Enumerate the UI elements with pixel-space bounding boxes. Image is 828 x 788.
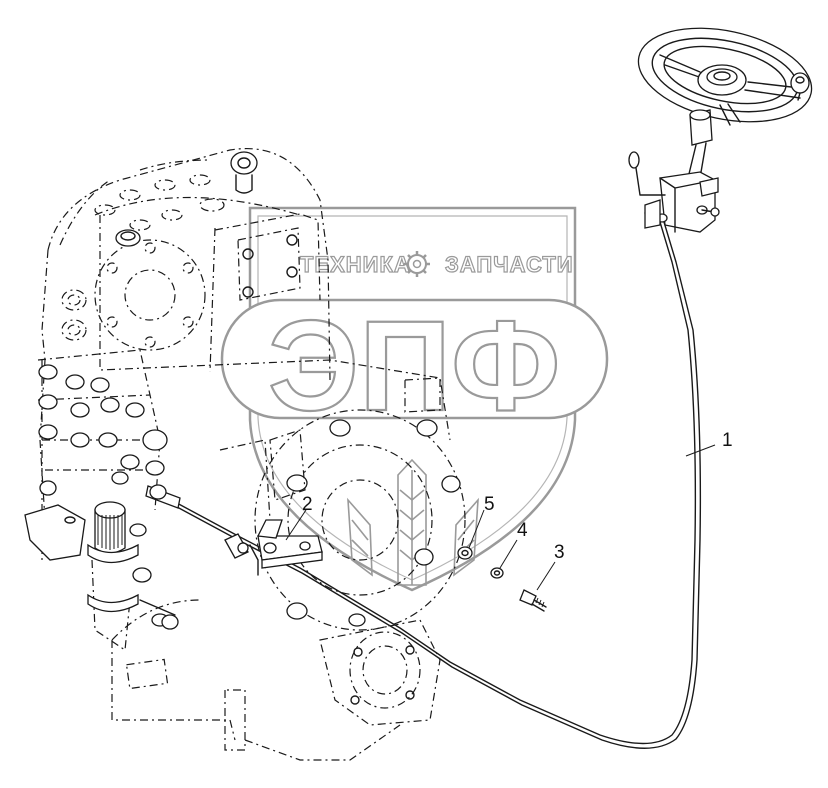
filter-canister	[87, 501, 139, 652]
cable-bracket	[249, 519, 323, 576]
watermark-logo: ТЕХНИКА ЗАПЧАСТИ ЭПФ	[220, 206, 609, 592]
pto-housing	[319, 619, 441, 726]
washer	[490, 567, 504, 579]
callout-label-1: 1	[722, 430, 733, 451]
valve-block	[24, 349, 179, 652]
steering-wheel	[637, 27, 813, 179]
callout-label-3: 3	[554, 542, 565, 563]
rear-cover-bolts	[286, 419, 461, 627]
watermark-brand-left: ТЕХНИКА	[300, 252, 411, 277]
callout-leaders	[285, 444, 716, 591]
callout-label-4: 4	[517, 520, 528, 541]
lifting-eye	[230, 151, 258, 194]
watermark-band	[220, 298, 609, 420]
watermark-brand-right: ЗАПЧАСТИ	[445, 252, 574, 277]
callout-label-5: 5	[484, 494, 495, 515]
transmission-housing	[39, 148, 466, 761]
plug-bolt	[115, 229, 141, 247]
control-cable	[145, 221, 702, 749]
cover-plate	[237, 227, 301, 301]
lock-nut	[457, 546, 473, 560]
watermark-logo-letters: ЭПФ	[268, 295, 560, 438]
bolt	[519, 589, 547, 612]
gear-icon	[404, 251, 430, 277]
callout-label-2: 2	[302, 494, 313, 515]
control-unit	[628, 151, 720, 233]
